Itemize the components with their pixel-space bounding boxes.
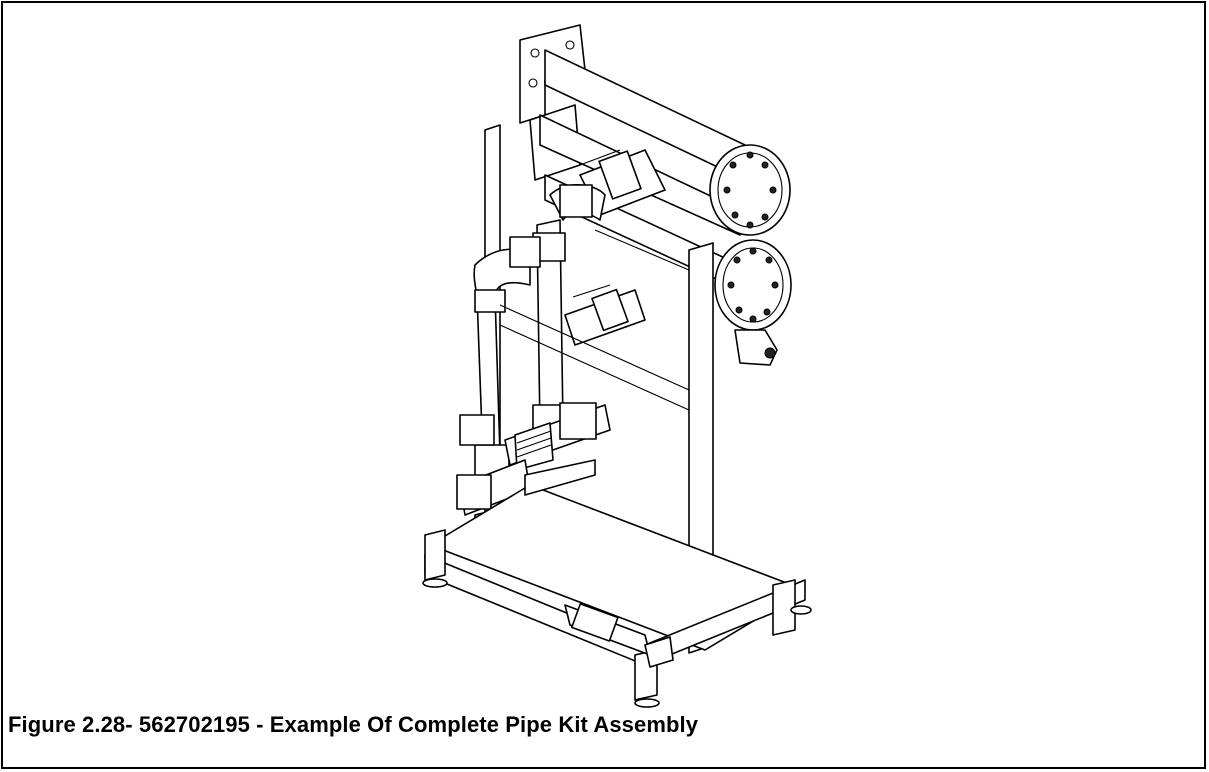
figure-caption: Figure 2.28- 562702195 - Example Of Comp… [8, 712, 699, 737]
figure-illustration [5, 5, 1206, 710]
end-cap-top [709, 144, 791, 236]
cross-braces [499, 229, 690, 411]
bottom-tee [459, 402, 611, 471]
top-elbow [509, 184, 606, 268]
end-cap-bottom [714, 239, 792, 366]
pipe-kit-assembly-drawing [422, 24, 812, 708]
ball-valve-lower [564, 284, 646, 346]
base-frame [422, 459, 812, 708]
